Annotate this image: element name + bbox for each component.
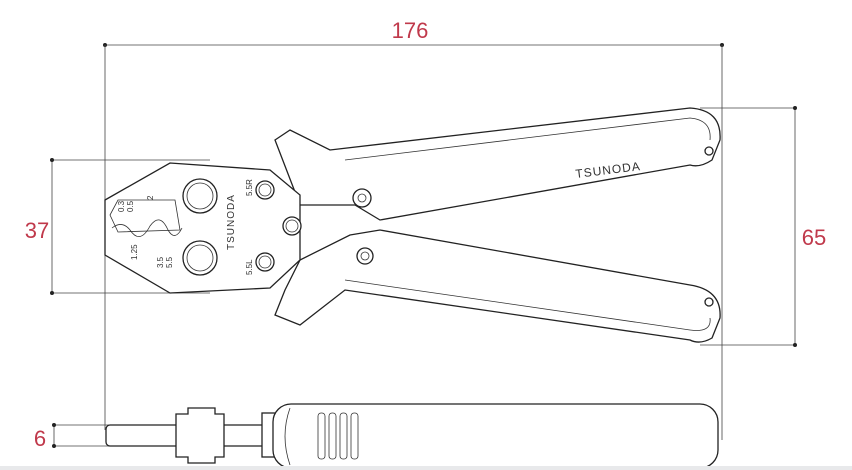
die-label-0-5: 0.5 bbox=[126, 200, 135, 212]
die-label-3-5: 3.5 bbox=[156, 256, 165, 268]
jaw-head bbox=[104, 162, 301, 294]
crimp-die-wave bbox=[111, 219, 183, 237]
jaw-height-value: 37 bbox=[25, 218, 49, 243]
length-value: 176 bbox=[392, 18, 429, 43]
upper-handle bbox=[274, 107, 721, 221]
pivot-bolt bbox=[352, 188, 372, 208]
thickness-value: 6 bbox=[34, 426, 46, 451]
die-label-0-3: 0.3 bbox=[117, 200, 126, 212]
lower-handle bbox=[274, 229, 721, 343]
head-brand-text: TSUNODA bbox=[226, 194, 237, 250]
die-label-2: 2 bbox=[146, 195, 155, 200]
pliers-side-view bbox=[105, 403, 719, 469]
dimension-jaw-height: 37 bbox=[25, 158, 210, 295]
dimension-length: 176 bbox=[103, 18, 724, 440]
die-label-1-25: 1.25 bbox=[130, 244, 139, 260]
die-label-5-5: 5.5 bbox=[165, 256, 174, 268]
die-label-5-5l: 5.5L bbox=[245, 259, 254, 275]
die-label-5-5r: 5.5R bbox=[245, 179, 254, 196]
dimension-thickness: 6 bbox=[34, 423, 110, 451]
dimension-handle-span: 65 bbox=[700, 106, 826, 347]
handle-span-value: 65 bbox=[802, 225, 826, 250]
pliers-top-view: 0.3 0.5 2 1.25 3.5 5.5 5.5R 5.5L TSUNODA… bbox=[104, 107, 721, 343]
